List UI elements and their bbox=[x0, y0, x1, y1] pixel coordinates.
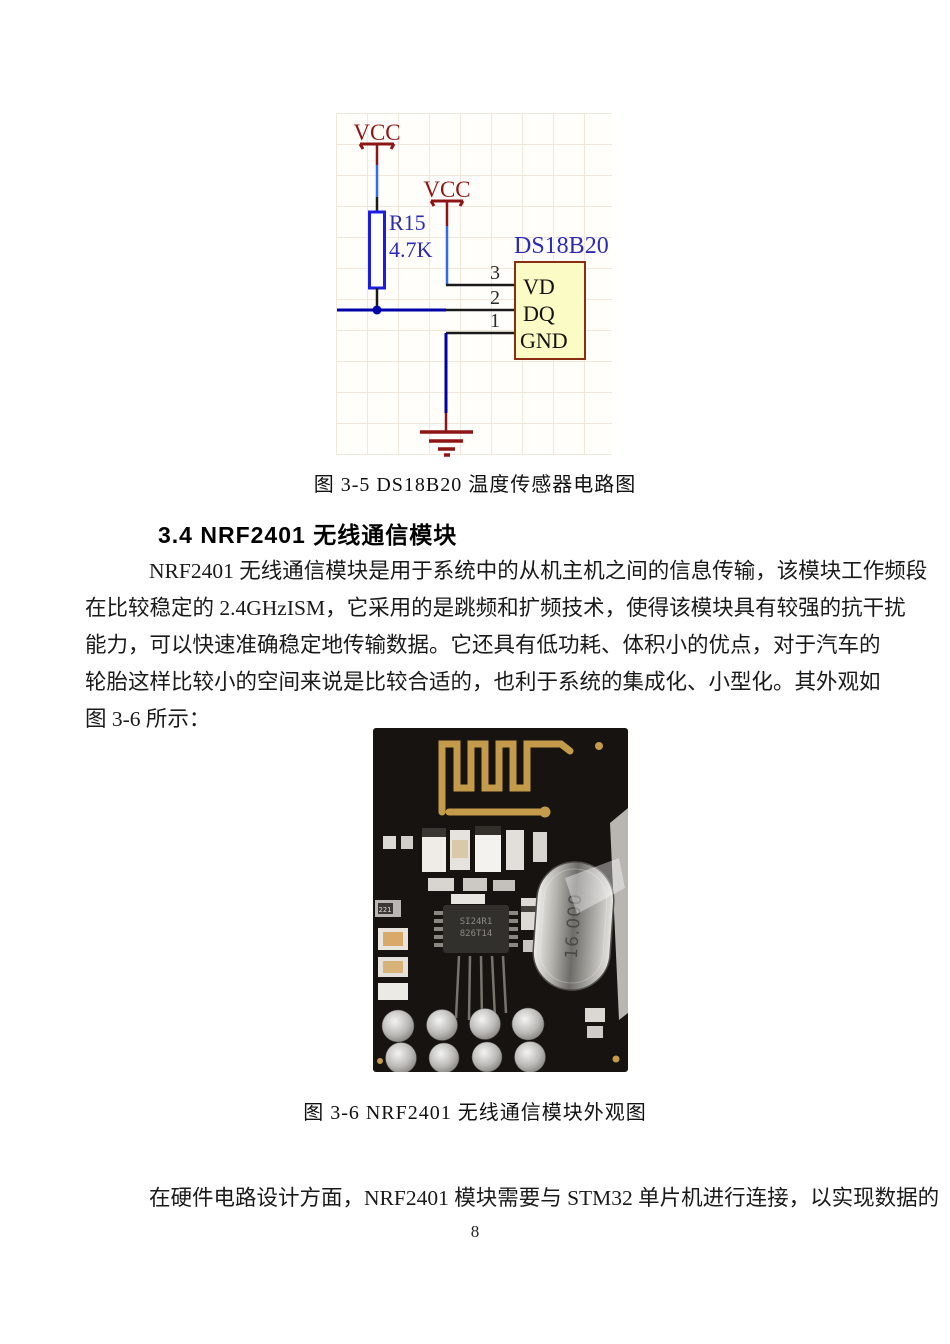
ground-symbol bbox=[420, 333, 473, 457]
pin-dq-label: DQ bbox=[523, 301, 555, 326]
smd-pad bbox=[587, 1026, 603, 1038]
paragraph-line: 在比较稳定的 2.4GHzISM，它采用的是跳频和扩频技术，使得该模块具有较强的… bbox=[85, 596, 906, 620]
corner-via-dot bbox=[595, 742, 603, 750]
paragraph-line: 图 3-6 所示： bbox=[85, 707, 211, 731]
smd-components-row bbox=[383, 826, 547, 904]
vcc-symbol-mid: VCC bbox=[423, 177, 471, 285]
crystal-glare-band bbox=[565, 858, 625, 914]
smd-code-label: 221 bbox=[379, 906, 392, 914]
nrf2401-module-photo: 221 SI24R1 826T14 bbox=[373, 728, 628, 1072]
paragraph-line: 在硬件电路设计方面，NRF2401 模块需要与 STM32 单片机进行连接，以实… bbox=[149, 1186, 940, 1210]
resistor-value-label: 4.7K bbox=[389, 237, 433, 262]
paragraph-line: NRF2401 无线通信模块是用于系统中的从机主机之间的信息传输，该模块工作频段 bbox=[149, 559, 928, 583]
closing-paragraph: 在硬件电路设计方面，NRF2401 模块需要与 STM32 单片机进行连接，以实… bbox=[85, 1180, 940, 1217]
ds18b20-chip-box: DS18B20 VD DQ GND bbox=[514, 233, 609, 360]
pin3-number: 3 bbox=[490, 262, 500, 284]
vcc-mid-label: VCC bbox=[423, 177, 470, 202]
board-hole-dot bbox=[377, 1058, 383, 1064]
antenna-end-pad bbox=[539, 806, 551, 818]
paragraph-line: 能力，可以快速准确稳定地传输数据。它还具有低功耗、体积小的优点，对于汽车的 bbox=[85, 633, 881, 657]
wire-dq-bus bbox=[337, 288, 516, 315]
pin-gnd-label: GND bbox=[520, 328, 568, 353]
antenna-trace bbox=[438, 740, 574, 816]
vcc-symbol-top: VCC bbox=[353, 120, 401, 165]
section-heading-3-4: 3.4 NRF2401 无线通信模块 bbox=[158, 522, 458, 548]
chip-lead-reflections bbox=[454, 955, 508, 1021]
figure-ds18b20-circuit: VCC R15 4.7K bbox=[336, 113, 612, 457]
vcc-top-label: VCC bbox=[353, 120, 400, 145]
crystal-oscillator: 16.000 bbox=[532, 861, 615, 991]
resistor-r15: R15 4.7K bbox=[368, 210, 433, 290]
page-number: 8 bbox=[470, 1222, 480, 1241]
chip-pin-wires: 3 2 1 bbox=[446, 262, 516, 335]
pin2-number: 2 bbox=[490, 287, 500, 309]
photo-glare bbox=[610, 808, 628, 1020]
circuit-schematic: VCC R15 4.7K bbox=[337, 120, 609, 457]
pin1-number: 1 bbox=[490, 310, 500, 332]
resistor-ref-label: R15 bbox=[389, 210, 426, 235]
rf-ic-chip: SI24R1 826T14 bbox=[434, 905, 518, 1021]
left-smd-column: 221 bbox=[375, 900, 408, 1000]
header-solder-pads bbox=[381, 1007, 546, 1072]
paragraph-line: 轮胎这样比较小的空间来说是比较合适的，也利于系统的集成化、小型化。其外观如 bbox=[85, 670, 881, 694]
board-hole-dot bbox=[612, 1055, 620, 1063]
figure-3-5-caption: 图 3-5 DS18B20 温度传感器电路图 bbox=[313, 474, 637, 496]
chip-marking-line2: 826T14 bbox=[460, 929, 493, 939]
chip-marking-line1: SI24R1 bbox=[460, 917, 493, 927]
section-paragraph: NRF2401 无线通信模块是用于系统中的从机主机之间的信息传输，该模块工作频段… bbox=[85, 553, 928, 738]
figure-3-6-caption: 图 3-6 NRF2401 无线通信模块外观图 bbox=[303, 1102, 647, 1124]
wire-junction-dot bbox=[372, 305, 382, 315]
figure-nrf2401-photo: 221 SI24R1 826T14 bbox=[373, 728, 628, 1072]
chip-title-label: DS18B20 bbox=[514, 233, 609, 259]
smd-pad bbox=[585, 1008, 605, 1022]
crystal-frequency-label: 16.000 bbox=[562, 893, 587, 960]
pin-vd-label: VD bbox=[523, 274, 555, 299]
